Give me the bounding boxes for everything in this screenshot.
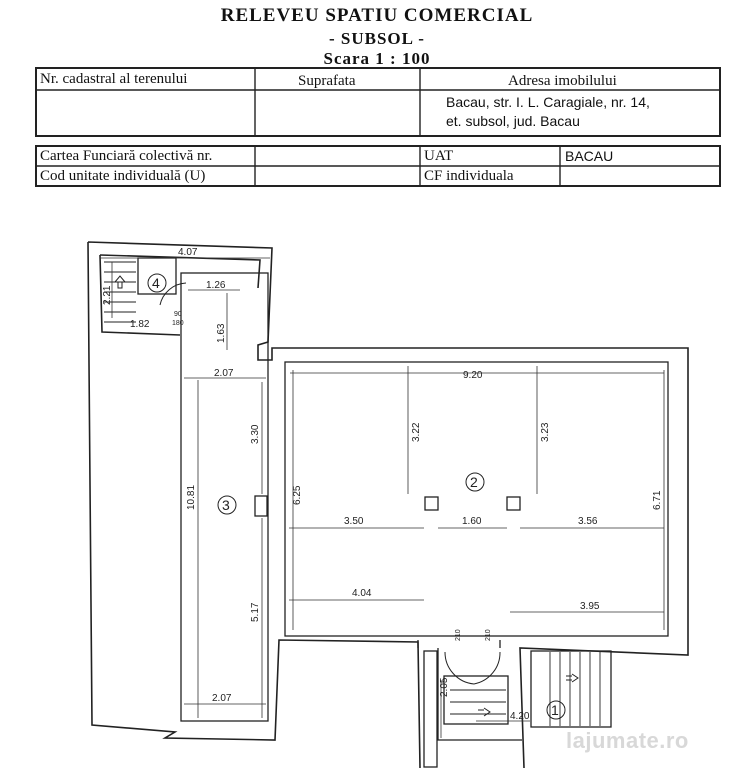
arrow-up-icon	[114, 275, 126, 289]
dim-stair-h: 2.21	[102, 285, 113, 305]
stairs-hatch	[104, 261, 601, 726]
col-adresa: Adresa imobilului	[508, 73, 617, 89]
dim-r2-c1: 3.22	[411, 422, 422, 442]
address-line-1: Bacau, str. I. L. Caragiale, nr. 14,	[446, 94, 650, 110]
dim-r2-d: 4.04	[352, 588, 372, 599]
stair-arrows	[114, 275, 579, 717]
dim-r3-h1: 3.30	[250, 424, 261, 444]
room-1-number: 1	[551, 702, 559, 718]
dim-top-width: 4.07	[178, 247, 198, 258]
dim-corr-h: 1.63	[216, 323, 227, 343]
scale-label: Scara 1 : 100	[323, 49, 431, 68]
carte-funciara-label: Cartea Funciară colectivă nr.	[40, 148, 213, 164]
page-subtitle: - SUBSOL -	[329, 29, 425, 48]
dimension-lines	[100, 257, 665, 738]
page-title: RELEVEU SPATIU COMERCIAL	[220, 5, 534, 26]
dim-r1-w: 4.20	[510, 711, 530, 722]
dim-r2-e: 3.95	[580, 601, 600, 612]
outer-walls	[87, 241, 689, 768]
room-4-number: 4	[152, 275, 160, 291]
room3-walls	[180, 272, 269, 722]
info-table-top	[35, 67, 721, 137]
uat-value: BACAU	[565, 148, 614, 164]
dim-r3-h2: 5.17	[250, 602, 261, 622]
dim-r3-bottom: 2.07	[212, 693, 232, 704]
dim-r3-total: 10.81	[186, 485, 197, 510]
cf-individuala-label: CF individuala	[424, 168, 514, 184]
room2-walls	[284, 361, 669, 637]
watermark: lajumate.ro	[566, 728, 689, 753]
address-line-2: et. subsol, jud. Bacau	[446, 113, 580, 129]
dim-r2-top: 9.20	[463, 370, 483, 381]
dim-r2-c2: 3.23	[540, 422, 551, 442]
room-markers	[147, 273, 566, 720]
dim-r2-left: 6.25	[292, 485, 303, 505]
dim-r2-right: 6.71	[652, 490, 663, 510]
uat-label: UAT	[424, 148, 454, 164]
cod-unitate-label: Cod unitate individuală (U)	[40, 168, 206, 184]
dim-door-a: 210	[455, 629, 462, 641]
door-arcs	[159, 282, 501, 685]
col-cadastral: Nr. cadastral al terenului	[40, 71, 188, 87]
col-suprafata: Suprafata	[298, 73, 356, 89]
arrow-right-icon-2	[478, 707, 491, 717]
dim-door-b: 210	[485, 629, 492, 641]
dim-door-small: 1.82	[130, 319, 150, 330]
room-3-number: 3	[222, 497, 230, 513]
dim-r1-h: 2.05	[439, 677, 450, 697]
dim-corr-w: 1.26	[206, 280, 226, 291]
dim-r2-a: 3.50	[344, 516, 364, 527]
dim-r2-b: 1.60	[462, 516, 482, 527]
room-2-number: 2	[470, 474, 478, 490]
arrow-right-icon	[566, 673, 579, 683]
dim-r3-top: 2.07	[214, 368, 234, 379]
dim-r2-c: 3.56	[578, 516, 598, 527]
dim-door4b: 180	[172, 320, 184, 327]
dim-door4: 90	[174, 311, 182, 318]
